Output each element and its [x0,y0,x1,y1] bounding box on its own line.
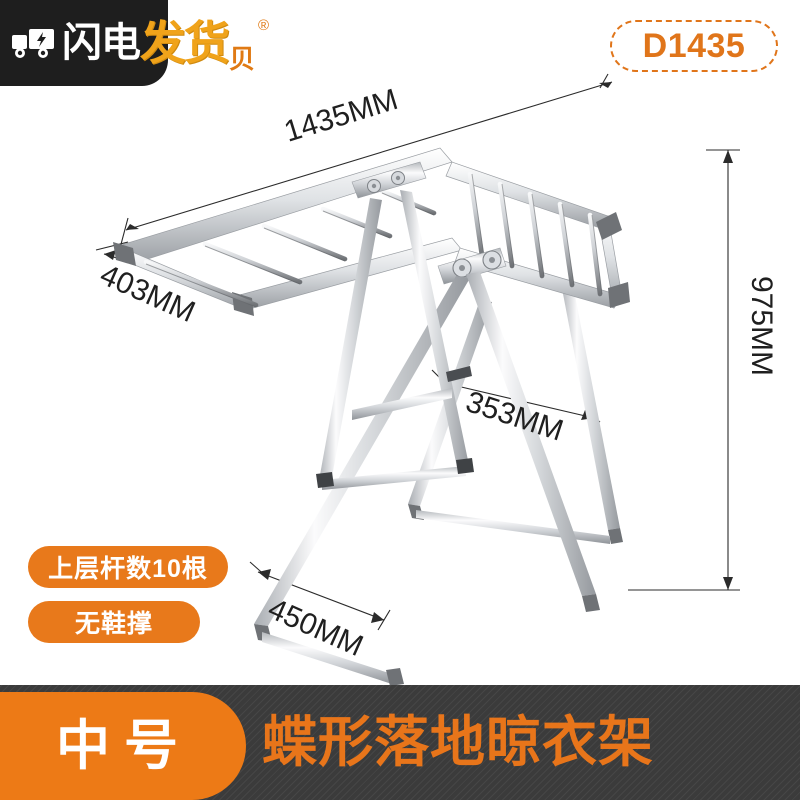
model-number-label: D1435 [642,27,746,65]
size-label: 中号 [56,716,192,776]
size-chip: 中号 [0,692,246,800]
brand-name-dark: 闪电 [62,21,141,65]
dimension-label-top-width: 1435MM [280,83,401,149]
registered-trademark-icon: ® [258,17,270,34]
bottom-banner: 中号 蝶形落地晾衣架 [0,685,800,800]
product-title: 蝶形落地晾衣架 [262,711,655,773]
brand-logo-orange-part: 发货 贝 ® [140,0,269,86]
brand-name-orange: 发货 [140,17,230,69]
dimension-label-height: 975MM [745,276,778,376]
feature-badge-rod-count-label: 上层杆数10根 [48,555,208,583]
product-illustration: 1435MM 403MM 975MM 353MM 450MM [0,70,800,690]
brand-logo: 闪电 [0,0,168,86]
delivery-truck-lightning-icon [8,21,60,65]
feature-badge-shoe-rack-label: 无鞋撑 [74,610,153,638]
brand-mark-glyph: 贝 [229,44,256,74]
model-number-badge: D1435 [610,20,778,72]
feature-badge-shoe-rack: 无鞋撑 [28,601,200,643]
feature-badge-rod-count: 上层杆数10根 [28,546,228,588]
